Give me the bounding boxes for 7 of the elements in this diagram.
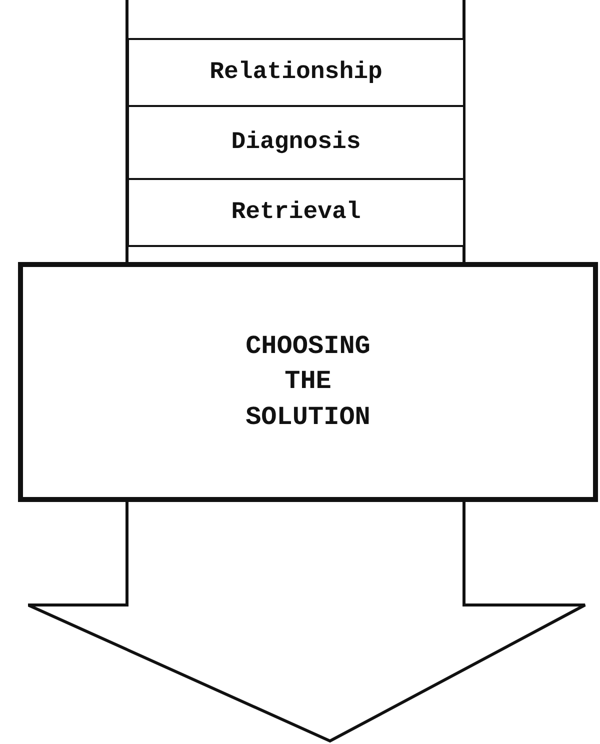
stage-label: Retrieval	[231, 199, 361, 226]
stage-box	[127, 105, 465, 180]
stage-box	[127, 38, 465, 107]
stage-label: Diagnosis	[231, 129, 361, 156]
stage-label: CHOOSING THE SOLUTION	[244, 330, 372, 434]
stage-label: Relationship	[210, 59, 382, 86]
stage-box	[127, 178, 465, 247]
